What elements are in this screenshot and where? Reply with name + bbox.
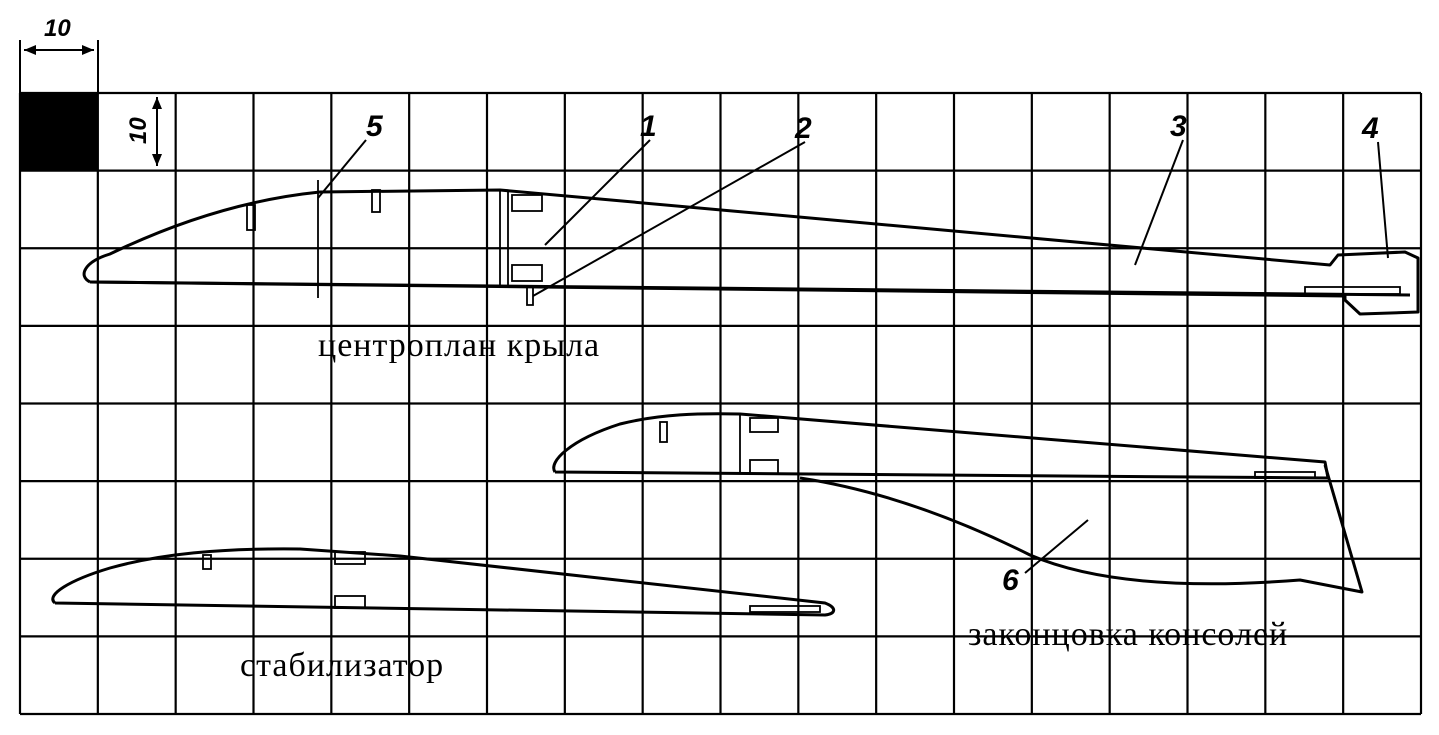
callout-1: 1 [640,110,657,143]
callout-4: 4 [1361,112,1379,145]
wing-tip-profile [552,412,1364,594]
center-wing-caption: центроплан крыла [318,327,600,364]
wing-tip-caption: законцовка консолей [968,616,1288,653]
stabilizer-profile [51,547,836,617]
horizontal-scale: 10 [19,15,99,93]
vertical-scale-label: 10 [125,117,152,144]
center-wing-profile [82,180,1420,316]
callout-5: 5 [366,110,384,143]
stabilizer-caption: стабилизатор [240,647,444,684]
leader-lines [317,139,1389,574]
grid [18,91,1423,716]
callout-3: 3 [1170,110,1187,143]
scale-square [20,93,98,170]
vertical-scale: 10 [125,97,162,166]
horizontal-scale-label: 10 [44,15,71,42]
callout-2: 2 [794,112,812,145]
callout-6: 6 [1002,564,1019,597]
